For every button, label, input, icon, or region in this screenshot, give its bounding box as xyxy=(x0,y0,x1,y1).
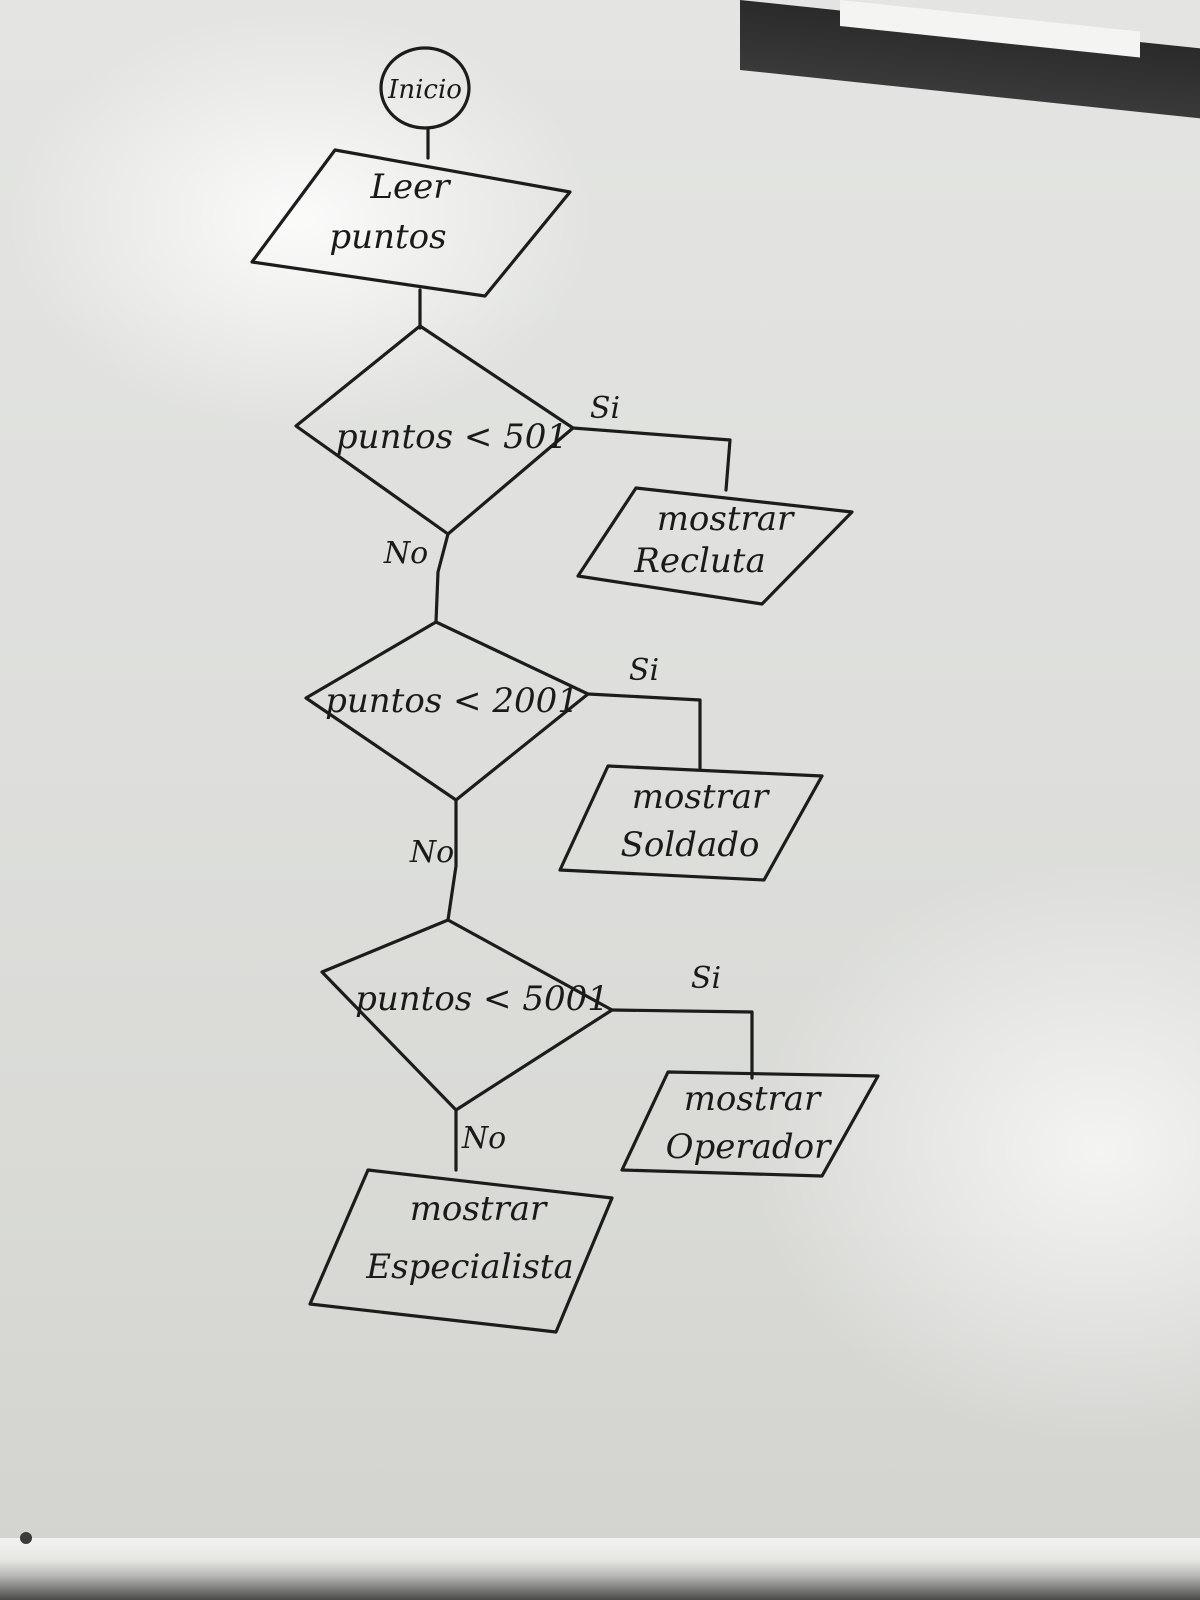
start-node: Inicio xyxy=(379,46,471,130)
output-3-line1: mostrar xyxy=(684,1079,822,1119)
input-label-line1: Leer xyxy=(369,167,451,207)
input-label-line2: puntos xyxy=(329,217,446,257)
decision-2-yes-label: Si xyxy=(629,653,659,688)
output-4-line2: Especialista xyxy=(365,1247,573,1287)
connector-decision2-no xyxy=(446,798,458,922)
output-1-line1: mostrar xyxy=(657,499,795,539)
output-3-line2: Operador xyxy=(666,1127,833,1167)
decision-node-2: puntos < 2001 xyxy=(304,620,590,802)
decision-1-condition: puntos < 501 xyxy=(336,417,568,457)
tray-screw xyxy=(20,1532,32,1544)
output-1-line2: Recluta xyxy=(633,541,765,581)
start-label: Inicio xyxy=(387,75,462,105)
connector-decision1-yes xyxy=(571,426,732,492)
connector-decision3-yes xyxy=(610,1008,754,1080)
connector-decision2-yes xyxy=(586,692,702,770)
decision-1-yes-label: Si xyxy=(590,391,620,426)
output-4-line1: mostrar xyxy=(410,1189,548,1229)
decision-node-3: puntos < 5001 xyxy=(320,918,614,1112)
output-2-line1: mostrar xyxy=(632,777,770,817)
whiteboard-tray xyxy=(0,1538,1200,1600)
decision-3-yes-label: Si xyxy=(691,961,721,996)
decision-3-no-label: No xyxy=(461,1121,506,1156)
output-node-operador: mostrar Operador xyxy=(620,1070,880,1178)
output-node-recluta: mostrar Recluta xyxy=(576,486,854,606)
decision-1-no-label: No xyxy=(383,536,428,571)
decision-2-no-label: No xyxy=(409,835,454,870)
decision-3-condition: puntos < 5001 xyxy=(355,979,609,1019)
output-node-especialista: mostrar Especialista xyxy=(308,1168,614,1334)
output-node-soldado: mostrar Soldado xyxy=(558,764,824,882)
input-node: Leer puntos xyxy=(250,148,572,298)
output-2-line2: Soldado xyxy=(621,825,760,865)
connector-decision1-no xyxy=(434,532,450,624)
decision-2-condition: puntos < 2001 xyxy=(325,681,579,721)
decision-node-1: puntos < 501 xyxy=(294,324,575,536)
